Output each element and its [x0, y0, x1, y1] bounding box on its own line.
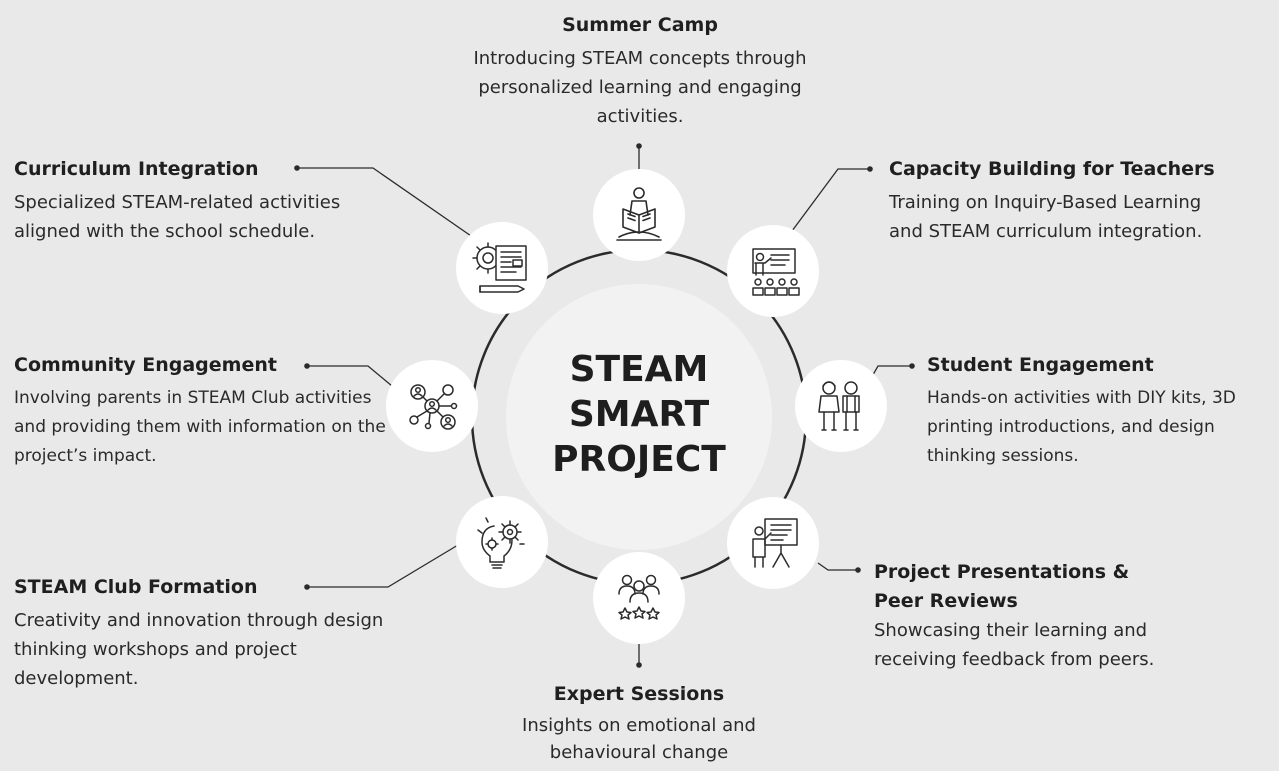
center-title-line-3: PROJECT: [552, 439, 726, 480]
reading-person-icon: [616, 187, 662, 241]
project-presentations-block: Project Presentations & Peer Reviews Sho…: [874, 558, 1204, 674]
steam-club-description: Creativity and innovation through design…: [14, 610, 384, 689]
expert-group-stars-icon: [618, 574, 660, 620]
center-title: STEAM SMART PROJECT: [508, 347, 770, 482]
dot-student-engagement: [909, 363, 915, 369]
node-student-engagement: [795, 360, 887, 452]
capacity-building-description: Training on Inquiry-Based Learning and S…: [889, 192, 1203, 242]
dot-project-presentations: [855, 567, 861, 573]
summer-camp-title: Summer Camp: [562, 14, 718, 36]
summer-camp-description: Introducing STEAM concepts through perso…: [473, 48, 807, 127]
node-expert-sessions: [593, 552, 685, 644]
teacher-board-icon: [752, 248, 800, 296]
lightbulb-gear-icon: [477, 517, 525, 569]
connector-steam-club: [307, 544, 459, 588]
project-presentations-description: Showcasing their learning and receiving …: [874, 620, 1155, 670]
connector-dots: [294, 143, 915, 668]
node-capacity-building: [727, 225, 819, 317]
steam-club-title: STEAM Club Formation: [14, 576, 258, 598]
node-project-presentations: [727, 497, 819, 589]
community-engagement-block: Community Engagement Involving parents i…: [14, 352, 394, 471]
student-engagement-description: Hands-on activities with DIY kits, 3D pr…: [927, 388, 1236, 466]
project-presentations-title: Project Presentations & Peer Reviews: [874, 561, 1130, 612]
connector-curriculum-integration: [297, 167, 475, 239]
dot-steam-club: [304, 584, 310, 590]
student-engagement-block: Student Engagement Hands-on activities w…: [927, 352, 1277, 471]
curriculum-integration-description: Specialized STEAM-related activities ali…: [14, 192, 341, 242]
community-engagement-description: Involving parents in STEAM Club activiti…: [14, 388, 386, 466]
expert-sessions-block: Expert Sessions Insights on emotional an…: [489, 681, 789, 766]
capacity-building-title: Capacity Building for Teachers: [889, 158, 1215, 180]
dot-expert-sessions: [636, 662, 642, 668]
dot-community-engagement: [304, 363, 310, 369]
center-title-line-2: SMART: [568, 394, 710, 435]
students-icon: [818, 381, 860, 431]
summer-camp-block: Summer Camp Introducing STEAM concepts t…: [470, 12, 810, 131]
connector-project-presentations: [817, 562, 858, 571]
expert-sessions-title: Expert Sessions: [553, 683, 725, 705]
node-steam-club: [456, 496, 548, 588]
steam-club-block: STEAM Club Formation Creativity and inno…: [14, 574, 384, 693]
dot-summer-camp: [636, 143, 642, 149]
dot-capacity-building: [867, 166, 873, 172]
center-circle: [506, 284, 772, 550]
center-title-line-1: STEAM: [569, 349, 709, 390]
capacity-building-block: Capacity Building for Teachers Training …: [889, 156, 1269, 246]
curriculum-gear-document-icon: [472, 242, 527, 293]
community-engagement-title: Community Engagement: [14, 354, 277, 376]
student-engagement-title: Student Engagement: [927, 354, 1154, 376]
community-network-icon: [409, 384, 458, 430]
curriculum-integration-title: Curriculum Integration: [14, 158, 259, 180]
connector-capacity-building: [791, 168, 870, 232]
curriculum-integration-block: Curriculum Integration Specialized STEAM…: [14, 156, 374, 246]
expert-sessions-description: Insights on emotional and behavioural ch…: [522, 715, 756, 763]
presenter-icon: [752, 518, 798, 568]
dot-curriculum-integration: [294, 165, 300, 171]
